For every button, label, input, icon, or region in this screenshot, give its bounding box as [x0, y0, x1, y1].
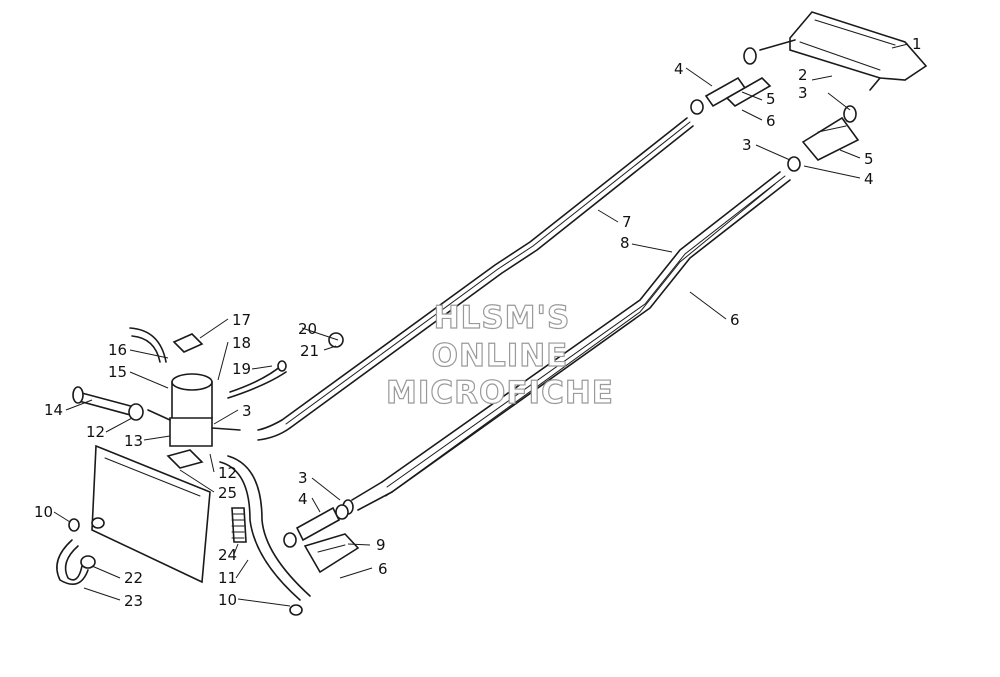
callout-20: 20 [298, 320, 317, 338]
coolant-tube-8 [342, 171, 791, 515]
callout-9: 9 [376, 536, 386, 554]
callout-21: 21 [300, 342, 319, 360]
watermark-line-1: HLSM'S [434, 300, 571, 336]
callout-5: 5 [864, 150, 874, 168]
callout-22: 22 [124, 569, 143, 587]
callout-25: 25 [218, 484, 237, 502]
callout-15: 15 [108, 363, 127, 381]
radiator-part-1 [743, 11, 928, 123]
callout-7: 7 [622, 213, 632, 231]
callout-3: 3 [742, 136, 752, 154]
callout-3: 3 [298, 469, 308, 487]
watermark-line-2: ONLINE [432, 338, 569, 374]
hose-part-11 [219, 455, 311, 616]
fuel-tank [91, 444, 211, 584]
callout-4: 4 [864, 170, 874, 188]
hose-part-19 [227, 332, 344, 399]
callout-18: 18 [232, 334, 251, 352]
callout-11: 11 [218, 569, 237, 587]
callout-1: 1 [912, 35, 922, 53]
callout-19: 19 [232, 360, 251, 378]
hose-part-14 [72, 386, 144, 421]
callout-12: 12 [86, 423, 105, 441]
callout-23: 23 [124, 592, 143, 610]
callout-3: 3 [242, 402, 252, 420]
spring-part-24 [231, 507, 247, 543]
callout-10: 10 [34, 503, 53, 521]
bracket-part-9 [303, 533, 360, 574]
connector-hose-mid-4 [787, 116, 860, 172]
callout-14: 14 [44, 401, 63, 419]
leader-lines [53, 43, 909, 607]
callout-12: 12 [218, 464, 237, 482]
watermark: HLSM'S ONLINE MICROFICHE [385, 299, 614, 411]
callout-5: 5 [766, 90, 776, 108]
callout-17: 17 [232, 311, 251, 329]
coolant-reservoir-15 [129, 327, 241, 447]
coolant-tube-7 [257, 117, 694, 441]
callout-24: 24 [218, 546, 237, 564]
callout-3: 3 [798, 84, 808, 102]
callout-8: 8 [620, 234, 630, 252]
callout-10: 10 [218, 591, 237, 609]
connector-hose-lower-4 [283, 504, 349, 548]
connector-hose-upper-4 [690, 76, 772, 115]
callout-4: 4 [674, 60, 684, 78]
callout-6: 6 [378, 560, 388, 578]
callout-labels: 1 2 3 4 5 6 3 5 4 7 8 6 17 20 16 18 21 1… [34, 35, 922, 610]
callout-6: 6 [730, 311, 740, 329]
callout-2: 2 [798, 66, 808, 84]
hose-part-23 [56, 518, 96, 586]
callout-13: 13 [124, 432, 143, 450]
callout-16: 16 [108, 341, 127, 359]
watermark-line-3: MICROFICHE [386, 375, 614, 411]
callout-6: 6 [766, 112, 776, 130]
callout-4: 4 [298, 490, 308, 508]
